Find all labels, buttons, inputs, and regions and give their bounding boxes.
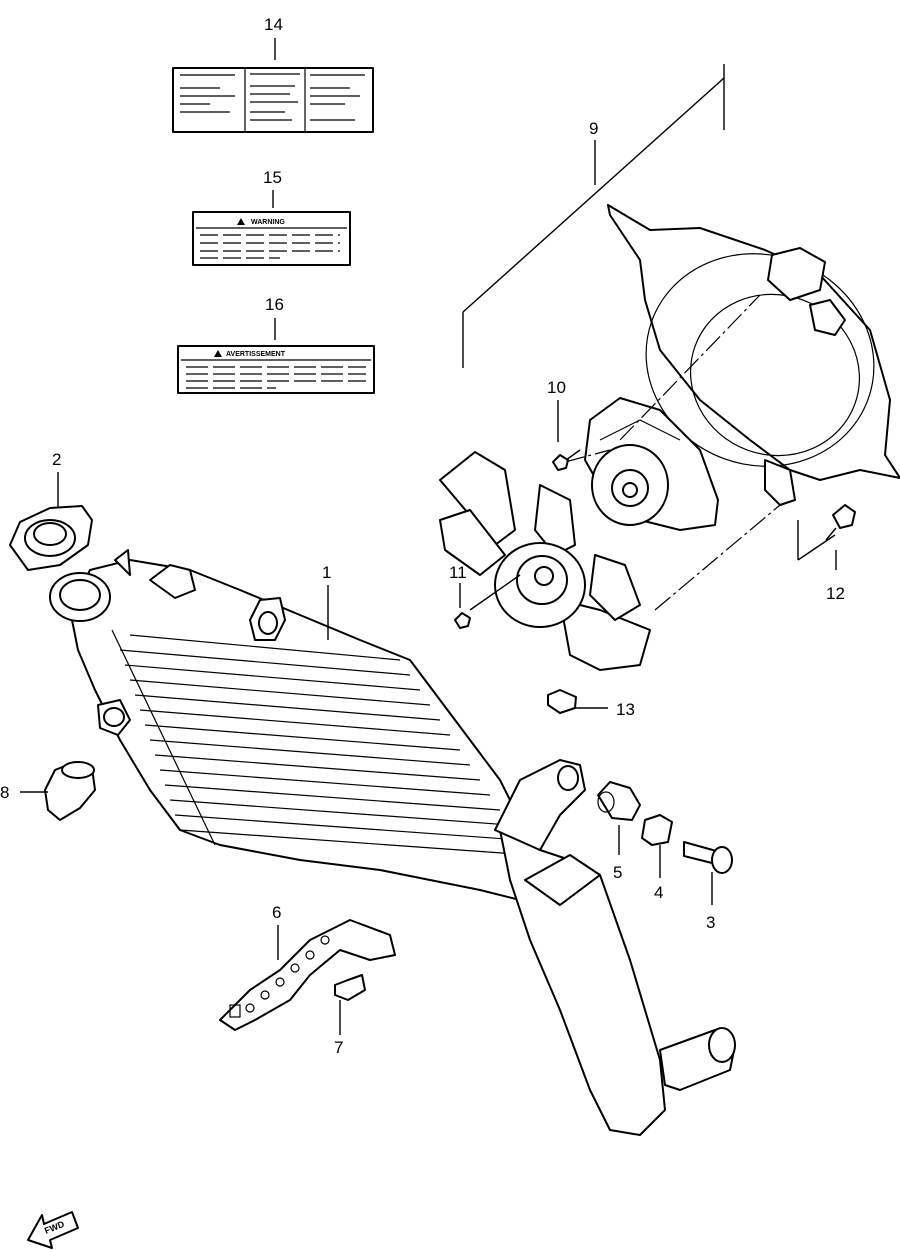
bolt-3 (683, 841, 733, 874)
fan-shroud (607, 204, 900, 506)
callout-numbers: 14 15 16 9 10 2 1 11 12 13 8 5 4 3 6 7 (0, 15, 845, 1057)
callout-10: 10 (547, 378, 566, 397)
grommet-5 (597, 781, 641, 821)
cooling-fan (439, 451, 651, 671)
callout-14: 14 (264, 15, 283, 34)
callout-16: 16 (265, 295, 284, 314)
bolt-7 (334, 974, 366, 1001)
callout-5: 5 (613, 863, 622, 882)
callout-11: 11 (449, 563, 467, 582)
callout-9: 9 (589, 119, 598, 138)
callout-3: 3 (706, 913, 715, 932)
leader-lines (20, 38, 837, 1035)
bolt-10 (552, 449, 581, 471)
callout-6: 6 (272, 903, 281, 922)
fan-motor (584, 397, 719, 531)
radiator-side-tank (499, 829, 736, 1136)
collar-4 (641, 814, 673, 846)
callout-4: 4 (654, 883, 663, 902)
clip-13 (547, 689, 577, 714)
callout-13: 13 (616, 700, 635, 719)
radiator-cap (9, 505, 93, 571)
fwd-arrow-icon: FWD (27, 1211, 79, 1249)
fan-assembly-bracket (462, 64, 725, 368)
callout-8: 8 (0, 783, 9, 802)
radiator-bracket (494, 759, 586, 851)
warning-title: WARNING (251, 219, 285, 226)
bracket-6 (219, 919, 396, 1031)
callout-15: 15 (263, 168, 282, 187)
bolt-12 (825, 504, 856, 541)
label-14-sticker (172, 67, 374, 133)
label-16-avertissement: AVERTISSEMENT (177, 345, 375, 394)
radiator-core (49, 549, 561, 901)
bolt-11 (454, 612, 471, 629)
callout-2: 2 (52, 450, 61, 469)
callout-1: 1 (322, 563, 331, 582)
callout-12: 12 (826, 584, 845, 603)
label-15-warning: WARNING (192, 211, 351, 266)
avertissement-title: AVERTISSEMENT (226, 351, 286, 358)
callout-7: 7 (334, 1038, 343, 1057)
fitting-8 (44, 761, 96, 821)
assembly-lines (564, 294, 836, 611)
